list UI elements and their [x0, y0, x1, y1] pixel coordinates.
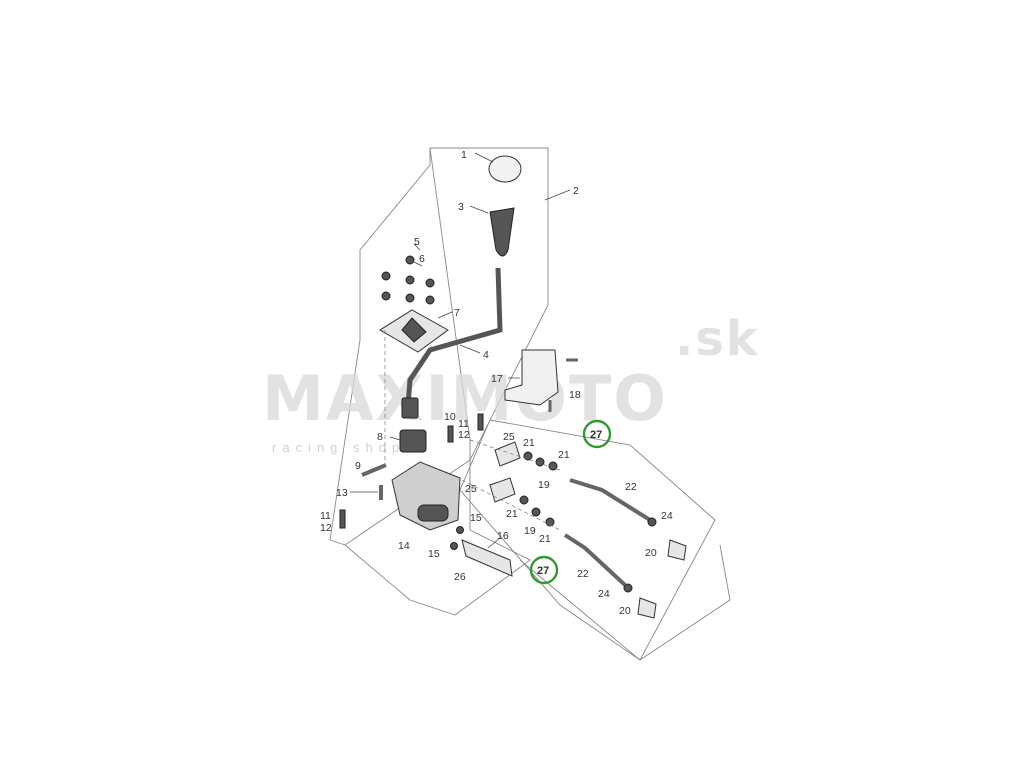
- callout-11b: 11: [320, 510, 331, 522]
- callout-2: 2: [573, 185, 579, 197]
- shift-rod-lower: [563, 533, 627, 587]
- callout-19b: 19: [524, 525, 536, 537]
- nut: [519, 495, 529, 505]
- callout-17: 17: [491, 373, 503, 385]
- callout-8: 8: [377, 431, 383, 443]
- highlighted-callout-upper: 27: [590, 429, 602, 441]
- callout-12b: 12: [320, 522, 332, 534]
- nut: [425, 295, 435, 305]
- callout-19a: 19: [538, 479, 550, 491]
- shift-knob-cap: [488, 155, 522, 183]
- highlighted-callout-lower: 27: [537, 565, 549, 577]
- callout-18: 18: [569, 389, 581, 401]
- shift-rod-upper: [569, 478, 652, 522]
- rod-end-nut: [647, 517, 657, 527]
- upper-assembly-outline: [344, 147, 549, 616]
- callout-10: 10: [444, 411, 456, 423]
- nut: [548, 461, 558, 471]
- callout-20a: 20: [645, 547, 657, 559]
- nut: [450, 542, 458, 550]
- callout-4: 4: [483, 349, 489, 361]
- callout-3: 3: [458, 201, 464, 213]
- nut: [405, 275, 415, 285]
- nut: [381, 271, 391, 281]
- ball-joint-lower: [489, 477, 516, 503]
- assembly-boundary-left: [329, 148, 431, 546]
- bolt: [339, 509, 346, 529]
- housing-output: [417, 504, 449, 522]
- nut: [381, 291, 391, 301]
- callout-21b: 21: [558, 449, 570, 461]
- callout-16: 16: [497, 530, 509, 542]
- callout-21d: 21: [539, 533, 551, 545]
- callout-24a: 24: [661, 510, 673, 522]
- mounting-bracket: [504, 349, 559, 406]
- shift-knob: [489, 207, 515, 257]
- rod-end-fitting-lower: [637, 597, 657, 619]
- callout-14: 14: [398, 540, 410, 552]
- callout-1: 1: [461, 149, 467, 161]
- detent-spring: [447, 425, 454, 443]
- callout-12a: 12: [458, 429, 470, 441]
- callout-13: 13: [336, 487, 348, 499]
- nut: [545, 517, 555, 527]
- watermark-brand: MAXIMOTO: [262, 362, 668, 435]
- callout-15a: 15: [470, 512, 482, 524]
- assembly-guide: [469, 439, 561, 471]
- callout-11a: 11: [458, 418, 469, 430]
- callout-25a: 25: [503, 431, 515, 443]
- highlight-ring-lower: [529, 555, 559, 585]
- callout-7: 7: [454, 307, 460, 319]
- linkage-assembly-outline: [459, 419, 716, 661]
- rod-end-nut: [623, 583, 633, 593]
- nut: [531, 507, 541, 517]
- watermark-tagline: racing shop: [272, 440, 405, 455]
- callout-9: 9: [355, 460, 361, 472]
- lever-boot: [401, 317, 427, 343]
- callout-22b: 22: [577, 568, 589, 580]
- shift-lever-rod: [405, 267, 503, 406]
- rod-end-fitting-upper: [667, 539, 687, 561]
- highlight-ring-upper: [582, 419, 612, 449]
- bolt: [477, 413, 484, 431]
- callout-20b: 20: [619, 605, 631, 617]
- washer: [405, 293, 415, 303]
- nut: [523, 451, 533, 461]
- callout-26: 26: [454, 571, 466, 583]
- callout-6: 6: [419, 253, 425, 265]
- nut: [425, 278, 435, 288]
- callout-15b: 15: [428, 548, 440, 560]
- shift-gate-plate: [461, 539, 513, 577]
- callout-5: 5: [414, 236, 420, 248]
- callout-22a: 22: [625, 481, 637, 493]
- nut: [405, 255, 415, 265]
- callout-25b: 25: [465, 483, 477, 495]
- lever-joint: [401, 397, 419, 419]
- nut: [456, 526, 464, 534]
- assembly-guide: [461, 479, 561, 531]
- nut: [535, 457, 545, 467]
- pivot-pin: [361, 463, 387, 477]
- callout-21c: 21: [506, 508, 518, 520]
- callout-24b: 24: [598, 588, 610, 600]
- watermark-suffix: .sk: [675, 311, 760, 367]
- callout-21a: 21: [523, 437, 535, 449]
- ball-joint-upper: [494, 441, 521, 467]
- selector-bracket: [399, 429, 427, 453]
- linkage-lower-outline: [519, 544, 731, 661]
